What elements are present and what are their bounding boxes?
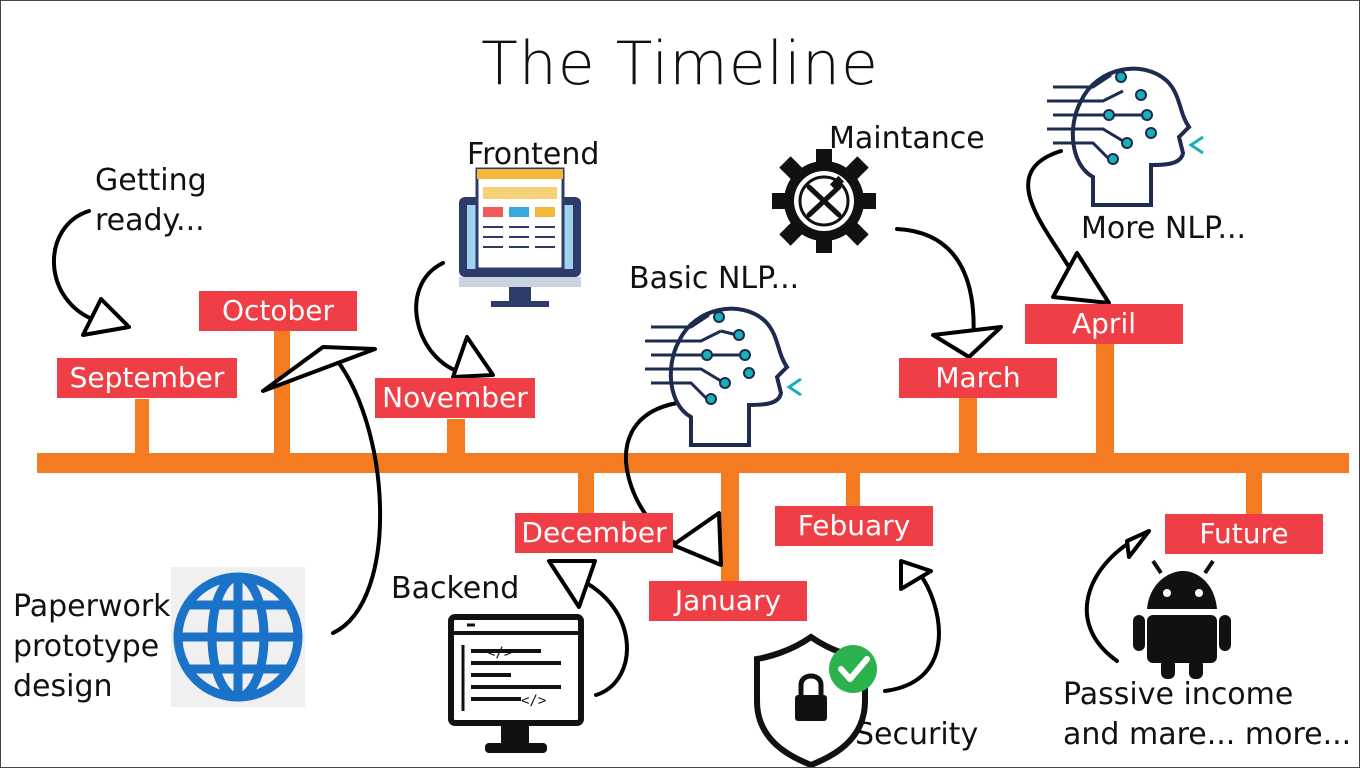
arrow-maintance: [895, 227, 976, 345]
month-label-december: December: [515, 513, 673, 553]
stem-november: [447, 419, 465, 455]
gear-tools-icon: [772, 149, 876, 253]
svg-text:</>: </>: [487, 645, 512, 661]
note-line: Getting: [95, 163, 207, 198]
note-backend: Backend: [391, 571, 520, 606]
arrowhead-basic-nlp: [671, 511, 723, 567]
month-label-november: November: [375, 378, 535, 418]
stem-september: [135, 399, 149, 455]
stem-march: [959, 397, 977, 455]
ai-head-icon: [645, 306, 802, 447]
arrowhead-maintance: [931, 325, 1003, 359]
month-label-april: April: [1025, 304, 1183, 344]
note-line: and mare... more...: [1063, 717, 1352, 752]
stem-december: [578, 471, 594, 515]
note-security: Security: [855, 717, 979, 752]
stem-future: [1246, 471, 1262, 515]
note-line: prototype: [13, 629, 160, 664]
timeline-bar: [37, 453, 1349, 473]
arrow-security: [883, 571, 941, 693]
month-label-future: Future: [1165, 514, 1323, 554]
arrowhead-security: [899, 559, 933, 591]
note-frontend: Frontend: [467, 137, 600, 172]
note-line: design: [13, 669, 113, 704]
globe-icon: [171, 567, 305, 707]
stem-february: [846, 471, 860, 507]
note-line: ready...: [95, 203, 205, 238]
arrowhead-paperwork: [261, 345, 377, 393]
arrowhead-getting-ready: [81, 297, 131, 337]
note-passive-income: Passive income and mare... more...: [1063, 675, 1351, 755]
month-label-march: March: [899, 358, 1057, 398]
arrow-frontend: [414, 261, 465, 375]
arrowhead-more-nlp: [1051, 251, 1111, 305]
arrowhead-passive: [1125, 529, 1151, 559]
note-more-nlp: More NLP...: [1081, 211, 1247, 246]
ai-head-icon: [1047, 66, 1204, 207]
arrow-getting-ready: [52, 209, 99, 323]
arrow-passive: [1084, 534, 1143, 663]
slide-title: The Timeline: [481, 29, 879, 99]
stem-october: [274, 331, 290, 455]
stem-january: [721, 471, 739, 581]
arrow-backend: [567, 573, 629, 697]
month-label-september: September: [57, 358, 237, 398]
monitor-frontend-icon: [459, 167, 581, 307]
arrowhead-frontend: [451, 335, 495, 379]
shield-lock-icon: [754, 633, 877, 767]
note-paperwork: Paperwork prototype design: [13, 587, 171, 707]
note-getting-ready: Getting ready...: [95, 161, 207, 241]
stem-april: [1096, 343, 1114, 455]
note-maintance: Maintance: [829, 121, 985, 156]
note-line: Passive income: [1063, 677, 1294, 712]
arrow-paperwork: [329, 351, 383, 635]
month-label-january: January: [649, 581, 807, 621]
code-monitor-icon: </> </>: [448, 614, 584, 753]
svg-text:</>: </>: [521, 693, 546, 709]
month-label-february: Febuary: [775, 506, 933, 546]
arrowhead-backend: [547, 559, 597, 609]
note-line: Paperwork: [13, 589, 171, 624]
note-basic-nlp: Basic NLP...: [629, 261, 800, 296]
android-icon: [1133, 559, 1231, 679]
month-label-october: October: [199, 291, 357, 331]
